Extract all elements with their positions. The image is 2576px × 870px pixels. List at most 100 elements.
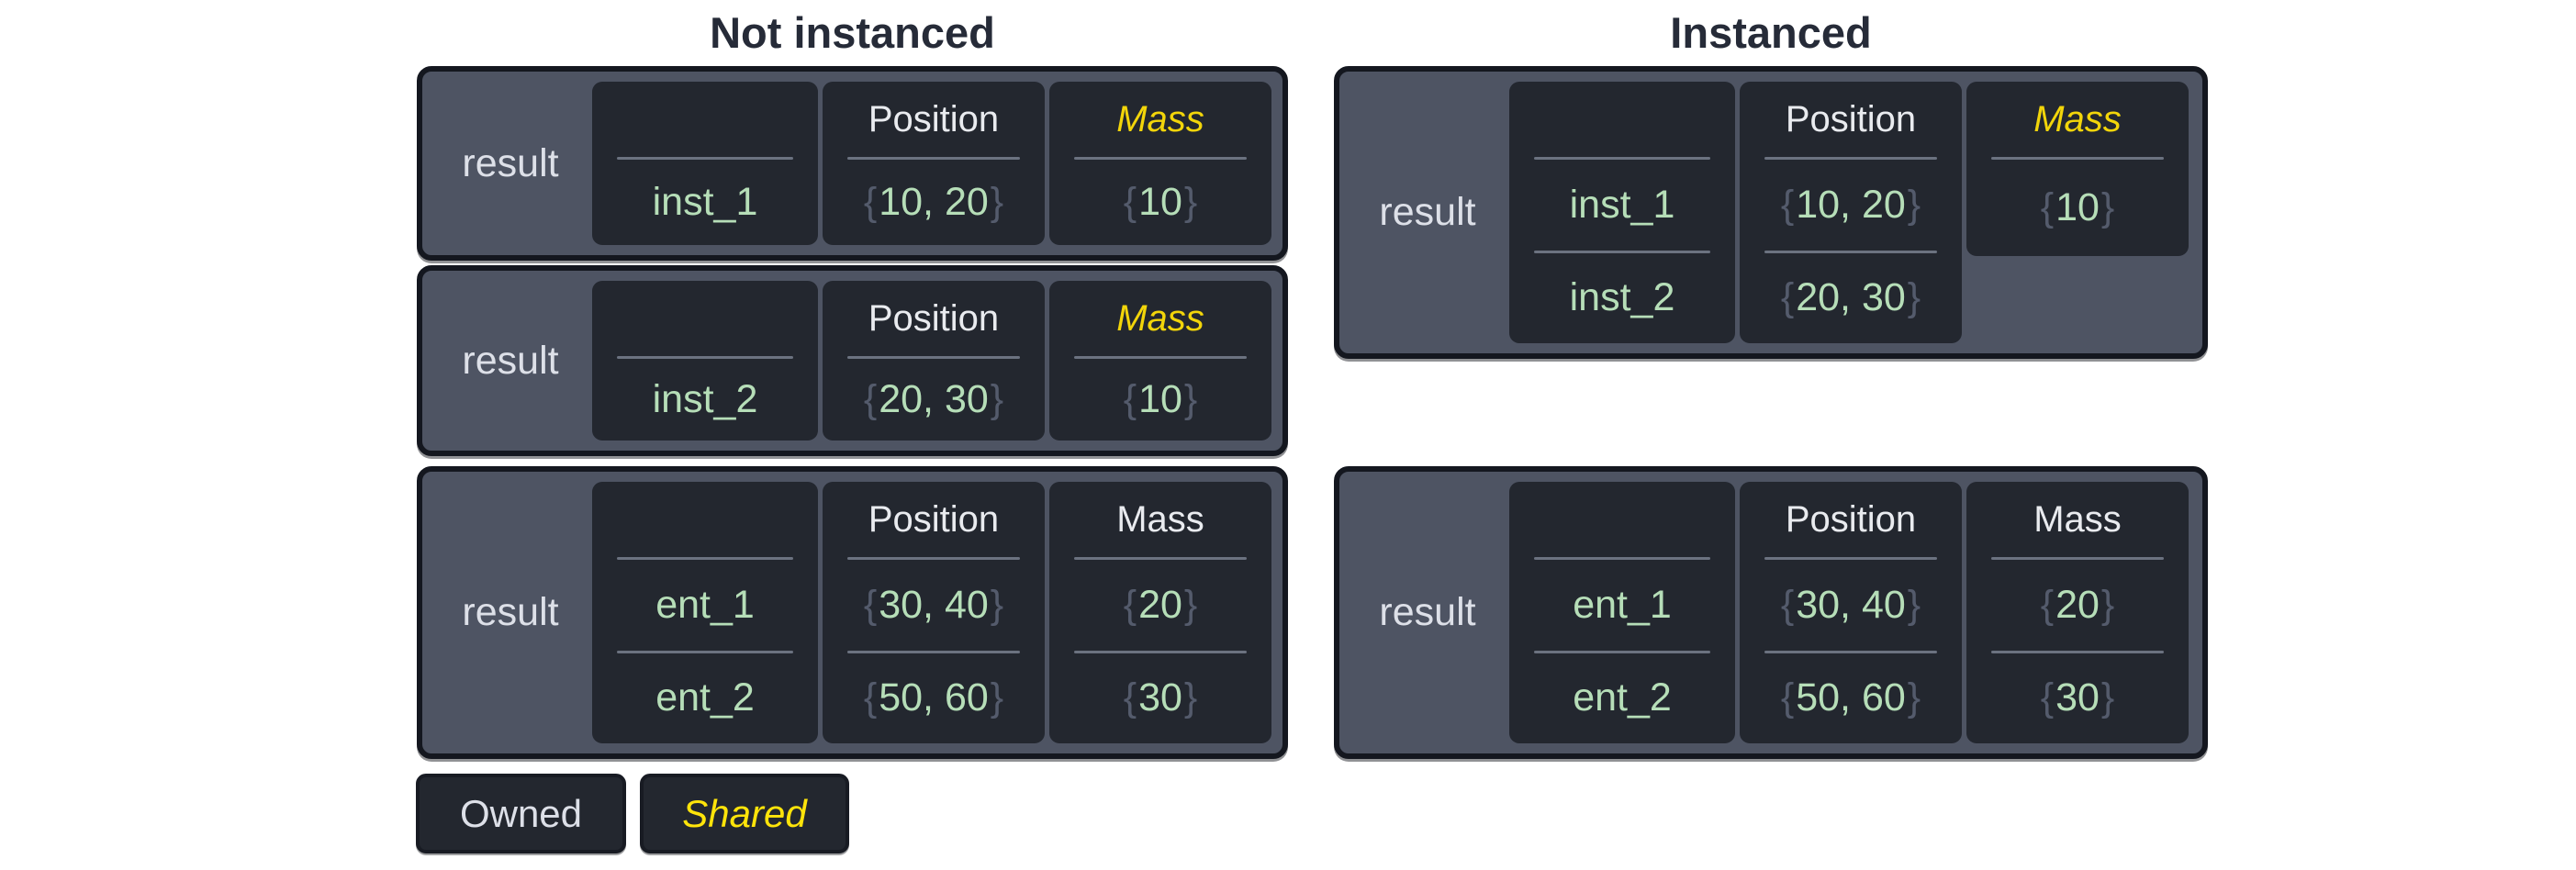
- close-brace: }: [1907, 675, 1921, 720]
- mass-value: {10}: [1123, 377, 1198, 421]
- position-value: {30, 40}: [863, 582, 1004, 627]
- result-label: result: [462, 338, 559, 383]
- open-brace: {: [1123, 180, 1137, 224]
- entity-column: inst_1 inst_2: [1509, 82, 1735, 343]
- close-brace: }: [990, 180, 1004, 224]
- open-brace: {: [1780, 675, 1795, 720]
- result-table-instanced-entities: result ent_1 ent_2 Position {30, 40} {50…: [1334, 466, 2208, 759]
- open-brace: {: [863, 675, 878, 720]
- divider: [847, 557, 1020, 560]
- position-value: {20, 30}: [1780, 275, 1921, 320]
- divider: [1534, 557, 1710, 560]
- position-value: {20, 30}: [863, 377, 1004, 421]
- entity-name: inst_2: [1569, 275, 1675, 320]
- close-brace: }: [2100, 185, 2115, 229]
- open-brace: {: [1780, 582, 1795, 627]
- divider: [617, 356, 793, 359]
- section-title-instanced: Instanced: [1670, 8, 1872, 57]
- divider: [1534, 157, 1710, 160]
- entity-header-empty: [1509, 482, 1735, 557]
- open-brace: {: [1123, 377, 1137, 421]
- divider: [847, 356, 1020, 359]
- mass-column-owned: Mass {20} {30}: [1049, 482, 1271, 743]
- mass-value: {20}: [1123, 582, 1198, 627]
- position-column: Position {10, 20} {20, 30}: [1740, 82, 1962, 343]
- open-brace: {: [1780, 275, 1795, 320]
- divider: [1764, 250, 1937, 253]
- divider: [1764, 650, 1937, 653]
- entity-column: ent_1 ent_2: [592, 482, 818, 743]
- entity-header-empty: [1509, 82, 1735, 157]
- close-brace: }: [990, 675, 1004, 720]
- entity-header-empty: [592, 82, 818, 157]
- close-brace: }: [2100, 582, 2115, 627]
- mass-value: {30}: [2040, 675, 2115, 720]
- entity-name: ent_1: [1573, 582, 1672, 627]
- position-header: Position: [1785, 498, 1917, 540]
- open-brace: {: [2040, 582, 2055, 627]
- position-header: Position: [868, 297, 1000, 339]
- divider: [1764, 157, 1937, 160]
- divider: [617, 650, 793, 653]
- close-brace: }: [1907, 275, 1921, 320]
- mass-header: Mass: [2033, 498, 2122, 540]
- open-brace: {: [1123, 675, 1137, 720]
- divider: [847, 650, 1020, 653]
- position-column: Position {20, 30}: [823, 281, 1045, 441]
- close-brace: }: [1183, 377, 1198, 421]
- position-value: {50, 60}: [1780, 675, 1921, 720]
- mass-column-shared: Mass {10}: [1049, 281, 1271, 441]
- entity-name: ent_2: [655, 675, 755, 720]
- entity-header-empty: [592, 482, 818, 557]
- result-label: result: [462, 590, 559, 634]
- mass-header: Mass: [1116, 297, 1204, 339]
- mass-header: Mass: [2033, 98, 2122, 139]
- mass-value: {10}: [1123, 180, 1198, 224]
- divider: [1074, 557, 1247, 560]
- mass-column-owned: Mass {20} {30}: [1966, 482, 2189, 743]
- divider: [1074, 356, 1247, 359]
- result-label: result: [1379, 590, 1476, 634]
- open-brace: {: [1780, 182, 1795, 227]
- mass-value: {30}: [1123, 675, 1198, 720]
- result-table-not-instanced-2: result inst_2 Position {20, 30} Mass {10…: [417, 265, 1288, 456]
- entity-header-empty: [592, 281, 818, 356]
- entity-name: ent_1: [655, 582, 755, 627]
- entity-name: inst_1: [652, 180, 758, 224]
- result-table-not-instanced-1: result inst_1 Position {10, 20} Mass {10…: [417, 66, 1288, 261]
- close-brace: }: [2100, 675, 2115, 720]
- entity-name: inst_2: [652, 377, 758, 421]
- open-brace: {: [863, 180, 878, 224]
- divider: [847, 157, 1020, 160]
- close-brace: }: [990, 377, 1004, 421]
- position-value: {10, 20}: [1780, 182, 1921, 227]
- divider: [1534, 250, 1710, 253]
- entity-column: ent_1 ent_2: [1509, 482, 1735, 743]
- close-brace: }: [990, 582, 1004, 627]
- position-value: {50, 60}: [863, 675, 1004, 720]
- divider: [1074, 157, 1247, 160]
- open-brace: {: [863, 377, 878, 421]
- result-table-not-instanced-3: result ent_1 ent_2 Position {30, 40} {50…: [417, 466, 1288, 759]
- open-brace: {: [2040, 675, 2055, 720]
- mass-header: Mass: [1116, 498, 1204, 540]
- mass-column-shared-single: Mass {10}: [1966, 82, 2189, 256]
- position-header: Position: [1785, 98, 1917, 139]
- close-brace: }: [1183, 582, 1198, 627]
- position-column: Position {10, 20}: [823, 82, 1045, 245]
- divider: [1074, 650, 1247, 653]
- mass-value: {20}: [2040, 582, 2115, 627]
- close-brace: }: [1907, 182, 1921, 227]
- position-column: Position {30, 40} {50, 60}: [823, 482, 1045, 743]
- position-header: Position: [868, 498, 1000, 540]
- position-value: {30, 40}: [1780, 582, 1921, 627]
- divider: [617, 557, 793, 560]
- section-title-not-instanced: Not instanced: [710, 8, 995, 57]
- divider: [1991, 157, 2164, 160]
- mass-header: Mass: [1116, 98, 1204, 139]
- entity-name: inst_1: [1569, 182, 1675, 227]
- divider: [1534, 650, 1710, 653]
- position-header: Position: [868, 98, 1000, 139]
- legend-shared: Shared: [640, 774, 849, 853]
